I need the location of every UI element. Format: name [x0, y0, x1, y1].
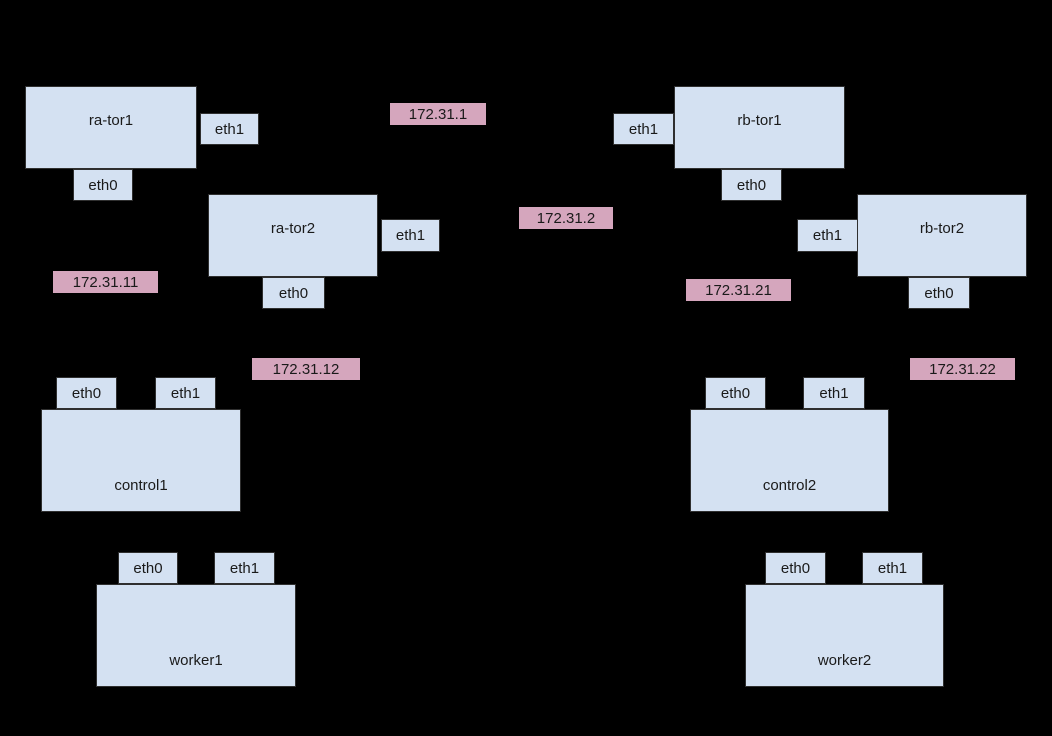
interface-label: eth1 — [877, 559, 908, 577]
interface-label: eth1 — [628, 120, 659, 138]
interface-ra-tor1-eth1[interactable]: eth1 — [200, 113, 259, 145]
interface-label: eth1 — [170, 384, 201, 402]
interface-label: eth1 — [819, 384, 849, 402]
node-ra-tor2[interactable]: ra-tor2 — [208, 194, 378, 277]
node-rb-tor1[interactable]: rb-tor1 — [674, 86, 845, 169]
interface-label: eth0 — [924, 284, 954, 302]
interface-ra-tor2-eth1[interactable]: eth1 — [381, 219, 440, 252]
node-worker2[interactable]: worker2 — [745, 584, 944, 687]
interface-worker2-eth1[interactable]: eth1 — [862, 552, 923, 584]
network-label-net-172-31-11[interactable]: 172.31.11 — [53, 271, 158, 293]
interface-worker1-eth1[interactable]: eth1 — [214, 552, 275, 584]
node-label: control2 — [762, 477, 817, 494]
node-label: rb-tor2 — [919, 220, 965, 237]
interface-label: eth0 — [133, 559, 163, 577]
interface-control1-eth0[interactable]: eth0 — [56, 377, 117, 409]
interface-label: eth0 — [278, 284, 309, 302]
node-control1[interactable]: control1 — [41, 409, 241, 512]
interface-label: eth0 — [720, 384, 751, 402]
node-label: ra-tor1 — [88, 112, 134, 129]
network-label-net-172-31-1[interactable]: 172.31.1 — [390, 103, 486, 125]
network-label-text: 172.31.12 — [272, 360, 340, 378]
interface-rb-tor1-eth0[interactable]: eth0 — [721, 169, 782, 201]
node-label: rb-tor1 — [737, 112, 782, 129]
network-label-net-172-31-2[interactable]: 172.31.2 — [519, 207, 613, 229]
network-label-text: 172.31.1 — [408, 105, 468, 123]
interface-rb-tor2-eth1[interactable]: eth1 — [797, 219, 858, 252]
network-label-text: 172.31.22 — [929, 360, 996, 378]
network-label-text: 172.31.11 — [72, 273, 139, 291]
node-label: worker2 — [817, 652, 872, 669]
interface-label: eth0 — [780, 559, 811, 577]
node-label: ra-tor2 — [270, 220, 316, 237]
interface-label: eth1 — [214, 120, 245, 138]
interface-label: eth1 — [812, 227, 843, 244]
network-label-text: 172.31.21 — [705, 281, 772, 299]
interface-label: eth1 — [395, 227, 426, 244]
interface-label: eth0 — [71, 384, 102, 402]
node-ra-tor1[interactable]: ra-tor1 — [25, 86, 197, 169]
interface-control2-eth1[interactable]: eth1 — [803, 377, 865, 409]
network-label-net-172-31-21[interactable]: 172.31.21 — [686, 279, 791, 301]
node-rb-tor2[interactable]: rb-tor2 — [857, 194, 1027, 277]
interface-worker1-eth0[interactable]: eth0 — [118, 552, 178, 584]
node-label: worker1 — [169, 652, 223, 669]
node-worker1[interactable]: worker1 — [96, 584, 296, 687]
interface-rb-tor1-eth1[interactable]: eth1 — [613, 113, 674, 145]
interface-worker2-eth0[interactable]: eth0 — [765, 552, 826, 584]
interface-rb-tor2-eth0[interactable]: eth0 — [908, 277, 970, 309]
node-control2[interactable]: control2 — [690, 409, 889, 512]
interface-control2-eth0[interactable]: eth0 — [705, 377, 766, 409]
interface-ra-tor1-eth0[interactable]: eth0 — [73, 169, 133, 201]
interface-label: eth0 — [88, 176, 118, 194]
interface-control1-eth1[interactable]: eth1 — [155, 377, 216, 409]
network-label-net-172-31-12[interactable]: 172.31.12 — [252, 358, 360, 380]
interface-label: eth0 — [736, 176, 767, 194]
interface-ra-tor2-eth0[interactable]: eth0 — [262, 277, 325, 309]
network-label-net-172-31-22[interactable]: 172.31.22 — [910, 358, 1015, 380]
node-label: control1 — [114, 477, 168, 494]
interface-label: eth1 — [229, 559, 260, 577]
network-label-text: 172.31.2 — [536, 209, 596, 227]
